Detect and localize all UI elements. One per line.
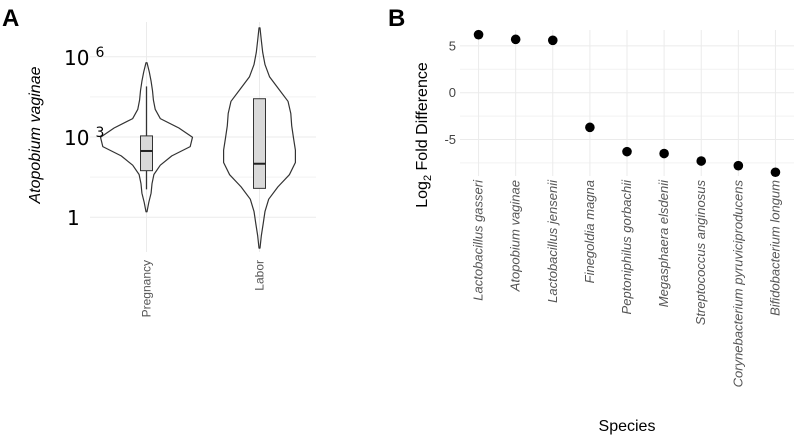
panel-b-y-ticks: 5 0 -5 <box>444 38 456 147</box>
x-tick-label: Pregnancy <box>140 260 154 317</box>
panel-b-points <box>473 29 781 178</box>
data-point <box>696 156 707 166</box>
x-tick-label: Peptoniphilus gorbachii <box>619 179 634 315</box>
panel-b-y-axis-title: Log2 Fold Difference <box>414 62 434 208</box>
data-point <box>622 146 632 157</box>
panel-a-violins <box>99 27 296 249</box>
data-point <box>510 34 521 45</box>
x-tick-label: Megasphaera elsdenii <box>656 179 671 307</box>
data-point <box>770 167 781 178</box>
x-tick-label: Finegoldia magna <box>582 180 597 283</box>
panel-a-violin-chart: A 1 10 3 10 6 Pregnancy Labor Atopobium vagin… <box>2 5 316 317</box>
box-pregnancy <box>140 135 153 172</box>
panel-b-scatter-chart: B 5 0 -5 Lactobacillus gasseri Atopobium va… <box>388 5 794 435</box>
panel-b-y-axis-title-rest: Fold Difference <box>414 62 431 175</box>
y-tick-label: 5 <box>449 38 456 53</box>
data-point <box>547 35 558 46</box>
x-tick-label: Corynebacterium pyruviciproducens <box>730 180 745 388</box>
y-tick-label: 1 <box>67 206 80 230</box>
panel-b-x-axis-title: Species <box>599 418 656 435</box>
y-tick-label: -5 <box>444 132 456 147</box>
x-tick-label: Labor <box>253 260 267 291</box>
data-point <box>585 122 595 133</box>
y-tick-exponent: 3 <box>95 125 104 141</box>
data-point <box>733 160 744 171</box>
x-tick-label: Streptococcus anginosus <box>693 180 708 326</box>
box-labor <box>253 98 266 189</box>
violin-pregnancy <box>99 62 194 213</box>
panel-b-y-axis-title-subscript: 2 <box>422 175 434 181</box>
data-point <box>659 148 669 159</box>
x-tick-label: Bifidobacterium longum <box>767 180 782 316</box>
y-tick-label: 10 6 <box>64 45 104 70</box>
panel-b-gridlines <box>460 30 794 176</box>
y-tick-base: 10 <box>64 126 89 150</box>
x-tick-label: Lactobacillus gasseri <box>471 179 486 301</box>
y-tick-label: 10 3 <box>64 125 104 150</box>
panel-a-y-ticks: 1 10 3 10 6 <box>64 45 104 230</box>
y-tick-label: 0 <box>449 85 456 100</box>
panel-a-x-ticks: Pregnancy Labor <box>140 260 267 317</box>
panel-a-gridlines <box>90 56 316 218</box>
panel-a-y-axis-title: Atopobium vaginae <box>27 66 44 204</box>
panel-a-label: A <box>2 5 19 32</box>
panel-b-y-axis-title-base: Log <box>414 181 431 208</box>
panel-b-label: B <box>388 5 405 32</box>
data-point <box>473 29 484 40</box>
violin-labor <box>223 27 296 249</box>
y-tick-base: 10 <box>64 46 89 70</box>
panel-b-x-ticks: Lactobacillus gasseri Atopobium vaginae La… <box>471 179 783 387</box>
x-tick-label: Atopobium vaginae <box>508 180 523 292</box>
x-tick-label: Lactobacillus jensenii <box>545 179 560 303</box>
y-tick-exponent: 6 <box>95 45 104 61</box>
